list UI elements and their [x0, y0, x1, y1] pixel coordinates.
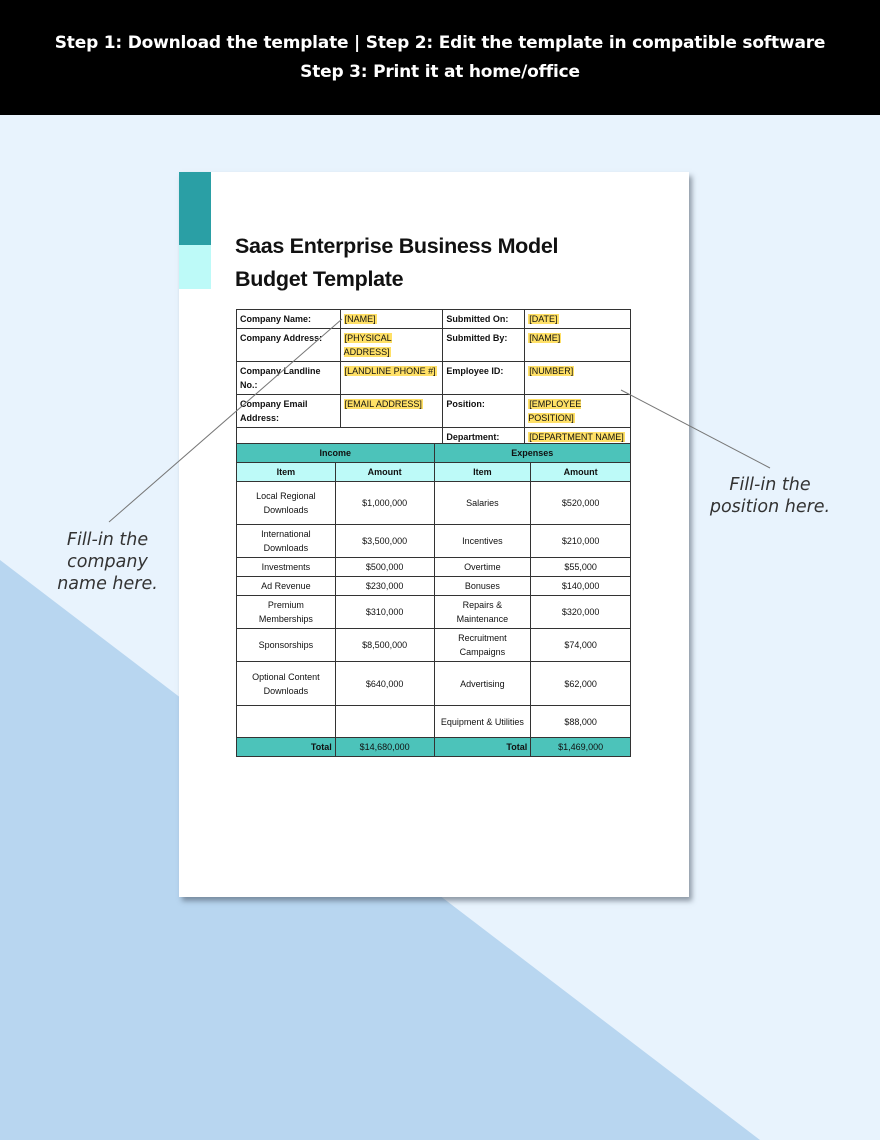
expense-amount-header: Amount — [530, 462, 631, 482]
income-amount[interactable]: $500,000 — [334, 557, 435, 577]
submitted-on-label: Submitted On: — [442, 309, 526, 329]
document-title: Saas Enterprise Business Model Budget Te… — [235, 230, 655, 296]
company-name-label: Company Name: — [236, 309, 341, 329]
expense-item: Overtime — [433, 557, 532, 577]
income-amount[interactable]: $310,000 — [334, 595, 435, 629]
income-item: Ad Revenue — [236, 576, 336, 596]
income-header: Income — [236, 443, 435, 463]
accent-bar-dark — [179, 172, 211, 245]
expense-item: Recruitment Campaigns — [433, 628, 532, 662]
income-amount-header: Amount — [334, 462, 435, 482]
income-amount[interactable] — [334, 705, 435, 738]
submitted-on-field[interactable]: [DATE] — [524, 309, 631, 329]
expense-total-label: Total — [433, 737, 532, 757]
expense-item: Bonuses — [433, 576, 532, 596]
column-header-row: Item Amount Item Amount — [236, 462, 631, 482]
income-amount[interactable]: $1,000,000 — [334, 481, 435, 525]
info-row: Company Landline No.: [LANDLINE PHONE #]… — [236, 361, 631, 395]
employee-id-label: Employee ID: — [442, 361, 526, 395]
expense-item: Advertising — [433, 661, 532, 706]
info-row: Company Name: [NAME] Submitted On: [DATE… — [236, 309, 631, 329]
expense-item: Equipment & Utilities — [433, 705, 532, 738]
income-item-header: Item — [236, 462, 336, 482]
table-row: Sponsorships $8,500,000 Recruitment Camp… — [236, 628, 631, 662]
expense-amount[interactable]: $62,000 — [530, 661, 631, 706]
submitted-by-field[interactable]: [NAME] — [524, 328, 631, 362]
position-callout: Fill-in the position here. — [709, 475, 831, 517]
expense-amount[interactable]: $55,000 — [530, 557, 631, 577]
info-row: Company Address: [PHYSICAL ADDRESS] Subm… — [236, 328, 631, 362]
expense-amount[interactable]: $520,000 — [530, 481, 631, 525]
income-total-value: $14,680,000 — [334, 737, 435, 757]
company-address-field[interactable]: [PHYSICAL ADDRESS] — [339, 328, 444, 362]
income-item: Optional Content Downloads — [236, 661, 336, 706]
table-row: International Downloads $3,500,000 Incen… — [236, 524, 631, 558]
position-field[interactable]: [EMPLOYEE POSITION] — [524, 394, 631, 428]
company-landline-field[interactable]: [LANDLINE PHONE #] — [339, 361, 444, 395]
total-row: Total $14,680,000 Total $1,469,000 — [236, 737, 631, 757]
table-row: Equipment & Utilities $88,000 — [236, 705, 631, 738]
company-name-callout: Fill-in the company name here. — [57, 530, 158, 594]
expense-item: Incentives — [433, 524, 532, 558]
company-address-label: Company Address: — [236, 328, 341, 362]
company-name-field[interactable]: [NAME] — [339, 309, 444, 329]
budget-table: Income Expenses Item Amount Item Amount … — [236, 443, 631, 757]
title-line-2: Budget Template — [235, 267, 404, 291]
instructions-banner: Step 1: Download the template | Step 2: … — [0, 0, 880, 115]
banner-line-1: Step 1: Download the template | Step 2: … — [54, 32, 826, 53]
company-info-table: Company Name: [NAME] Submitted On: [DATE… — [235, 309, 631, 447]
income-amount[interactable]: $3,500,000 — [334, 524, 435, 558]
income-item: Local Regional Downloads — [236, 481, 336, 525]
company-email-label: Company Email Address: — [236, 394, 341, 428]
table-row: Investments $500,000 Overtime $55,000 — [236, 557, 631, 577]
expense-item: Salaries — [433, 481, 532, 525]
expenses-header: Expenses — [433, 443, 631, 463]
expense-amount[interactable]: $210,000 — [530, 524, 631, 558]
table-row: Optional Content Downloads $640,000 Adve… — [236, 661, 631, 706]
employee-id-field[interactable]: [NUMBER] — [524, 361, 631, 395]
table-row: Ad Revenue $230,000 Bonuses $140,000 — [236, 576, 631, 596]
income-amount[interactable]: $8,500,000 — [334, 628, 435, 662]
expense-amount[interactable]: $74,000 — [530, 628, 631, 662]
expense-item: Repairs & Maintenance — [433, 595, 532, 629]
title-line-1: Saas Enterprise Business Model — [235, 234, 559, 258]
income-total-label: Total — [236, 737, 336, 757]
info-row: Company Email Address: [EMAIL ADDRESS] P… — [236, 394, 631, 428]
income-amount[interactable]: $640,000 — [334, 661, 435, 706]
banner-line-2: Step 3: Print it at home/office — [300, 61, 580, 82]
company-landline-label: Company Landline No.: — [236, 361, 341, 395]
expense-amount[interactable]: $320,000 — [530, 595, 631, 629]
accent-bar-light — [179, 245, 211, 289]
income-item: Sponsorships — [236, 628, 336, 662]
income-item: International Downloads — [236, 524, 336, 558]
table-row: Local Regional Downloads $1,000,000 Sala… — [236, 481, 631, 525]
document-page: Saas Enterprise Business Model Budget Te… — [179, 172, 689, 897]
section-header-row: Income Expenses — [236, 443, 631, 463]
position-label: Position: — [442, 394, 526, 428]
income-item: Premium Memberships — [236, 595, 336, 629]
expense-item-header: Item — [433, 462, 532, 482]
expense-amount[interactable]: $88,000 — [530, 705, 631, 738]
submitted-by-label: Submitted By: — [442, 328, 526, 362]
income-item: Investments — [236, 557, 336, 577]
income-amount[interactable]: $230,000 — [334, 576, 435, 596]
company-email-field[interactable]: [EMAIL ADDRESS] — [339, 394, 444, 428]
expense-total-value: $1,469,000 — [530, 737, 631, 757]
expense-amount[interactable]: $140,000 — [530, 576, 631, 596]
table-row: Premium Memberships $310,000 Repairs & M… — [236, 595, 631, 629]
income-item — [236, 705, 336, 738]
